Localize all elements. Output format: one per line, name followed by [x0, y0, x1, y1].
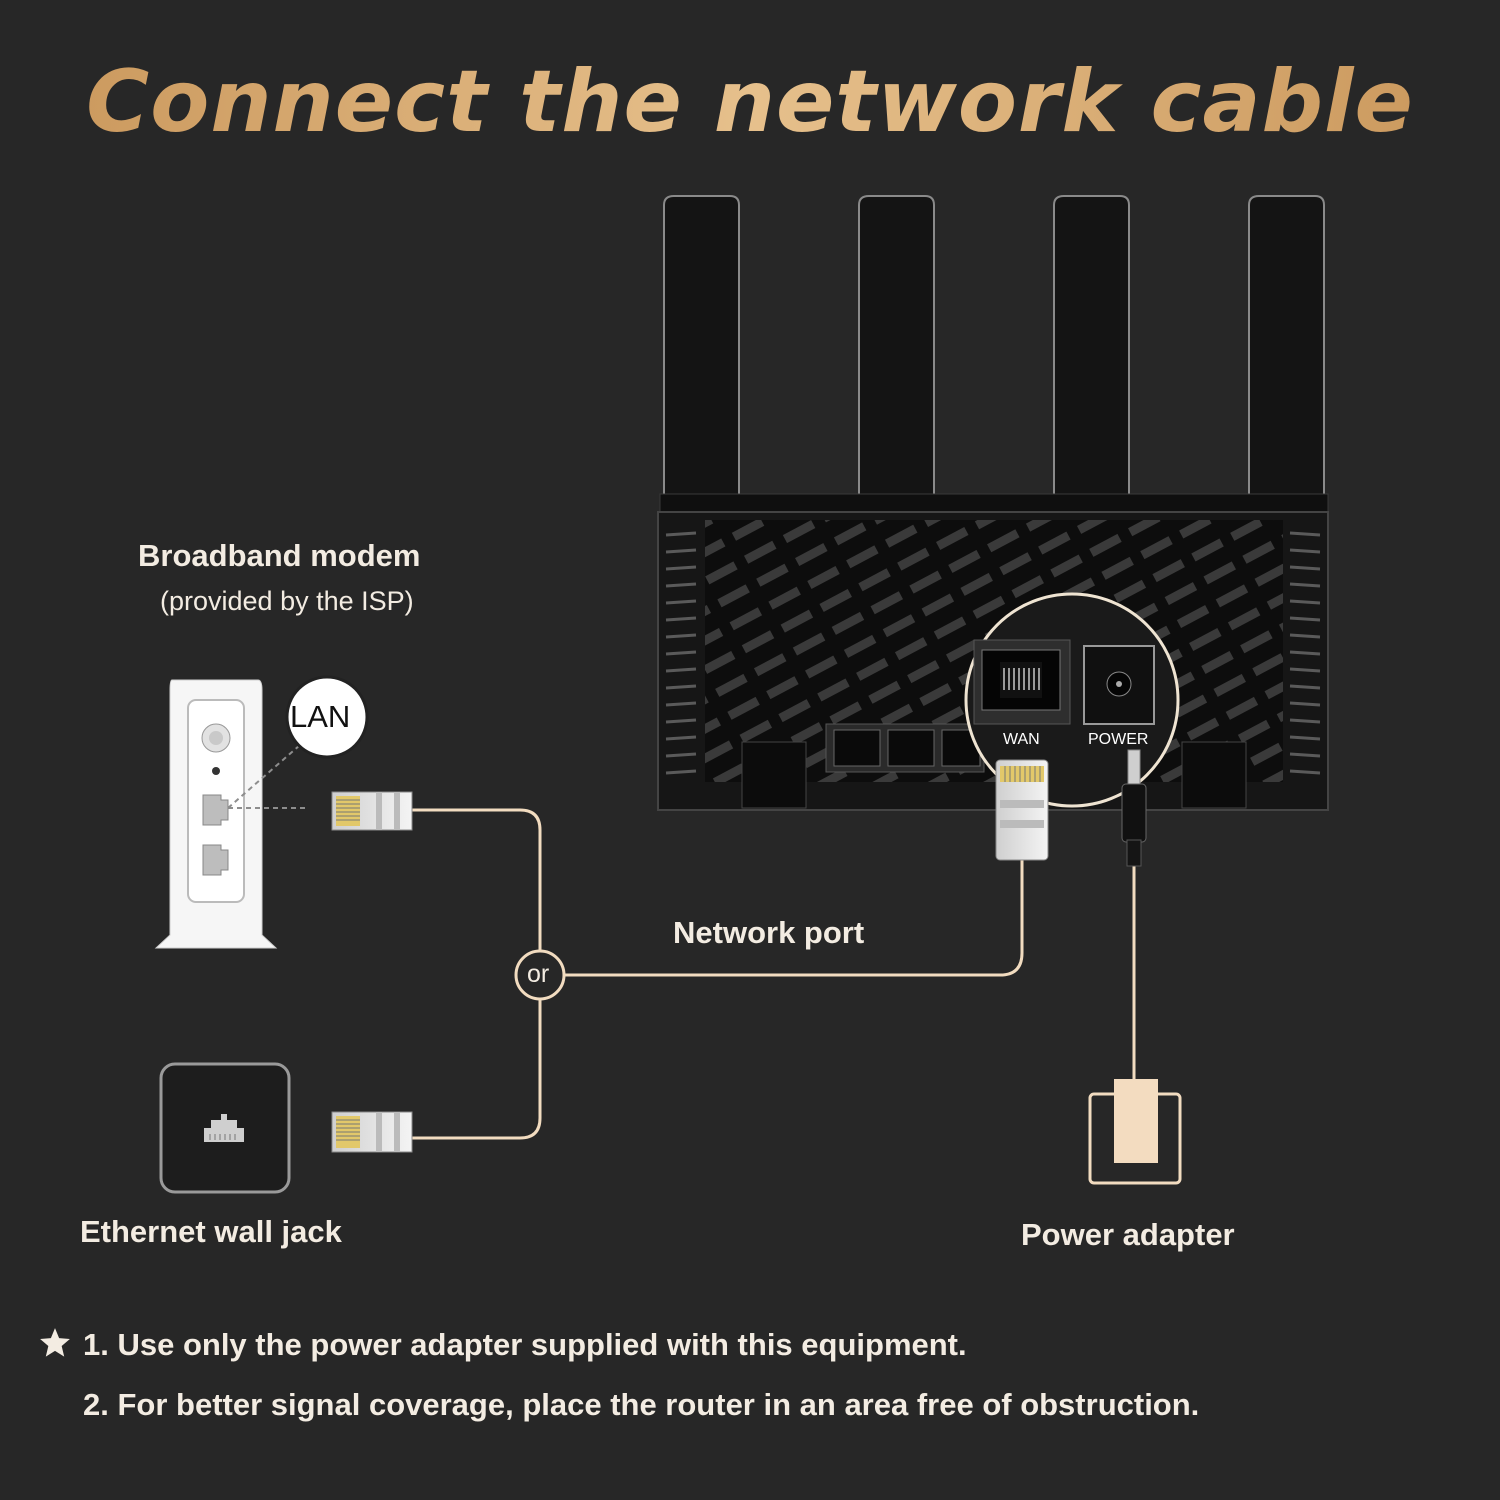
network-cables	[410, 808, 1024, 1140]
wall-jack-label: Ethernet wall jack	[80, 1214, 342, 1249]
power-adapter	[1088, 1079, 1182, 1185]
dc-power-plug	[1121, 749, 1147, 867]
router-lan-ports	[825, 723, 985, 773]
network-port-label: Network port	[673, 915, 865, 950]
router	[657, 195, 1329, 811]
page-title: Connect the network cable	[0, 52, 1500, 152]
ethernet-wall-jack	[159, 1062, 291, 1194]
modem-rj45-plug	[331, 791, 413, 831]
modem-label: Broadband modem	[138, 538, 421, 573]
wall-jack-rj45-plug	[331, 1111, 413, 1153]
lan-port-callout: LAN	[290, 699, 351, 734]
note-1: 1. Use only the power adapter supplied w…	[83, 1327, 967, 1362]
star-icon	[40, 1328, 70, 1357]
wan-port	[981, 649, 1061, 711]
note-2: 2. For better signal coverage, place the…	[83, 1387, 1200, 1422]
power-label: POWER	[1088, 731, 1149, 748]
router-antennas	[663, 195, 1325, 501]
port-magnifier	[964, 592, 1180, 808]
router-rj45-plug	[995, 759, 1049, 861]
power-adapter-label: Power adapter	[1021, 1217, 1235, 1252]
modem-sublabel: (provided by the ISP)	[160, 586, 414, 616]
power-port	[1083, 645, 1155, 725]
wan-label: WAN	[1003, 731, 1040, 748]
or-label: or	[527, 960, 550, 988]
or-junction	[514, 949, 566, 1001]
broadband-modem	[154, 675, 369, 949]
